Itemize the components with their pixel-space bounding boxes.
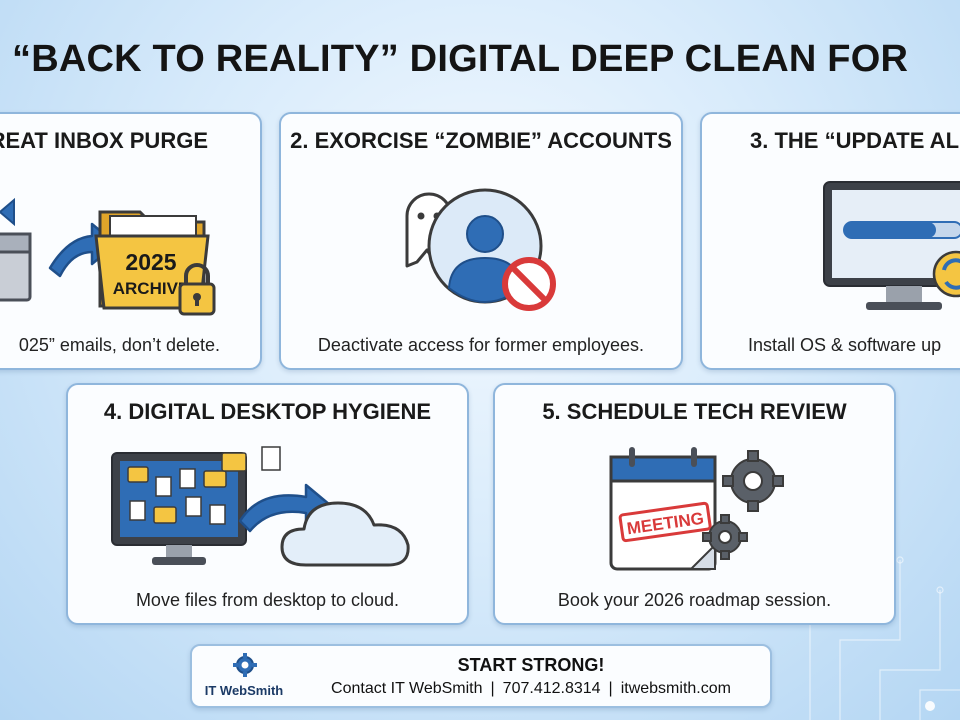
prohibited-icon: [502, 257, 556, 311]
footer-contact-box: IT WebSmith START STRONG! Contact IT Web…: [190, 644, 772, 708]
refresh-icon: [932, 250, 960, 298]
gear-hub: [718, 530, 732, 544]
logo-text: IT WebSmith: [204, 683, 284, 698]
separator: |: [608, 680, 613, 697]
card-description: 025” emails, don’t delete.: [18, 335, 220, 355]
contact-label: Contact IT WebSmith: [331, 680, 483, 697]
cloud-icon: [280, 501, 410, 567]
phone-number[interactable]: 707.412.8314: [502, 680, 601, 697]
card-update-all: 3. THE “UPDATE AL Install OS & software …: [700, 112, 960, 370]
card-desktop-hygiene: 4. DIGITAL DESKTOP HYGIENE Move files fr…: [66, 383, 469, 625]
card-title: 3. THE “UPDATE AL: [750, 128, 960, 153]
card-title: 2. EXORCISE “ZOMBIE” ACCOUNTS: [290, 128, 672, 153]
website-link[interactable]: itwebsmith.com: [620, 680, 731, 697]
folder-label: ARCHIVE: [113, 279, 190, 298]
separator: |: [490, 680, 495, 697]
folder-year: 2025: [125, 249, 176, 275]
desktop-files-icon: [111, 446, 281, 565]
card-title: 5. SCHEDULE TECH REVIEW: [542, 399, 847, 424]
card-description: Move files from desktop to cloud.: [135, 590, 400, 610]
card-title: REAT INBOX PURGE: [0, 128, 208, 153]
footer-heading: START STRONG!: [457, 655, 605, 675]
gear-hub: [743, 471, 763, 491]
card-zombie-accounts: 2. EXORCISE “ZOMBIE” ACCOUNTS Deactivate…: [279, 112, 683, 370]
gear-icon: [233, 653, 257, 677]
zombie-accounts-illustration: [405, 188, 556, 311]
progress-bar-icon: [843, 221, 960, 239]
card-description: Install OS & software up: [748, 335, 942, 355]
card-title: 4. DIGITAL DESKTOP HYGIENE: [103, 399, 432, 424]
card-inbox-purge: REAT INBOX PURGE 2025 ARCHIVE 025” email…: [0, 112, 262, 370]
tech-review-illustration: MEETING: [609, 447, 784, 571]
card-tech-review: 5. SCHEDULE TECH REVIEW MEETING: [493, 383, 896, 625]
calendar-icon: MEETING: [609, 447, 717, 571]
card-description: Deactivate access for former employees.: [317, 335, 645, 355]
desktop-hygiene-illustration: [111, 446, 410, 567]
padlock-icon: [178, 263, 216, 316]
monitor-icon: [823, 181, 960, 310]
footer-contact-line: Contact IT WebSmith | 707.412.8314 | itwebsm…: [300, 680, 762, 698]
update-illustration: [823, 181, 960, 310]
card-description: Book your 2026 roadmap session.: [557, 590, 832, 610]
page-title: “BACK TO REALITY” DIGITAL DEEP CLEAN FOR: [12, 38, 909, 80]
company-logo: IT WebSmith: [196, 650, 292, 702]
inbox-purge-illustration: 2025 ARCHIVE: [0, 197, 216, 316]
envelope-tray-icon: [0, 197, 32, 302]
